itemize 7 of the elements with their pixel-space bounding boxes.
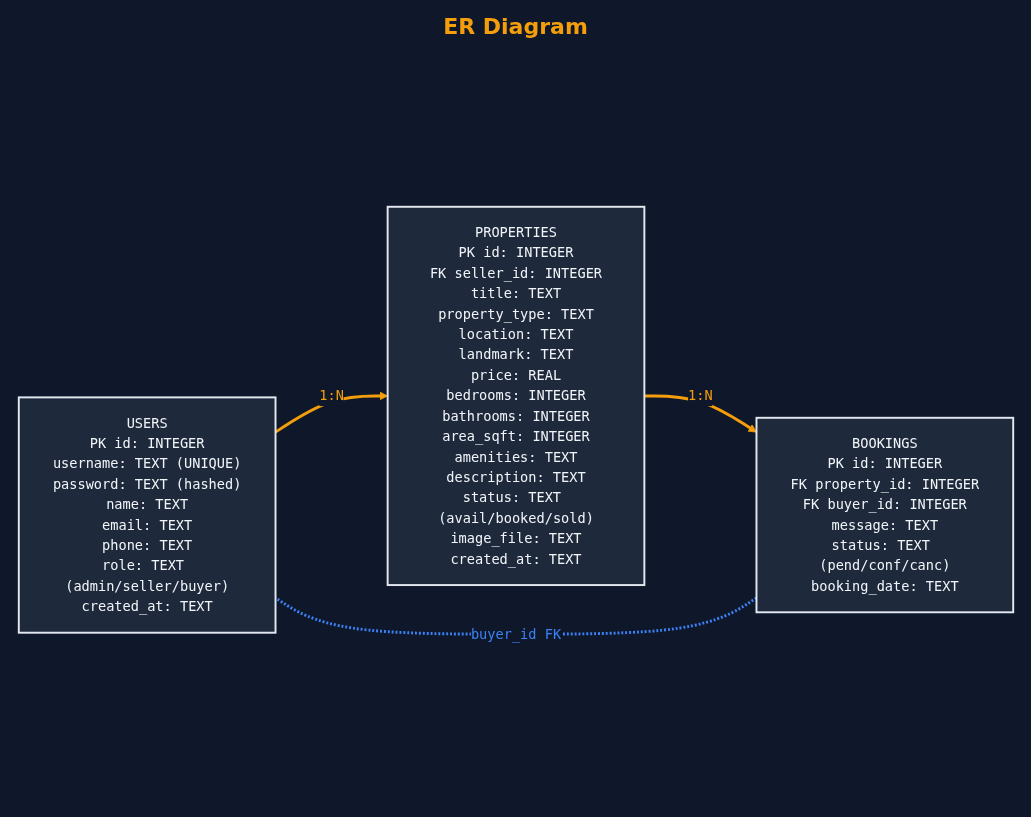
edge-label: 1:N [318,387,344,404]
node-box: USERS PK id: INTEGER username: TEXT (UNIQUE) password: TEXT (hashed) name: TEXT email: TEXT phone: TEXT role: TEXT (admin/seller/buyer) created_at: TEXT [17,396,276,634]
node-box: PROPERTIES PK id: INTEGER FK seller_id: INTEGER title: TEXT property_type: TEXT location: TEXT landmark: TEXT price: REAL bedrooms: INTEGER bathrooms: INTEGER area_sqft: INTEGER amenities: TEXT description: TEXT status: TEXT (avail/booked/sold) image_file: TEXT created_at: TEXT [386,205,645,586]
edge-label: 1:N [687,387,713,404]
edge-label: buyer_id FK [470,625,561,642]
node-box: BOOKINGS PK id: INTEGER FK property_id: INTEGER FK buyer_id: INTEGER message: TEXT status: TEXT (pend/conf/canc) booking_date: TEXT [755,416,1014,614]
diagram-title: ER Diagram [442,13,589,41]
